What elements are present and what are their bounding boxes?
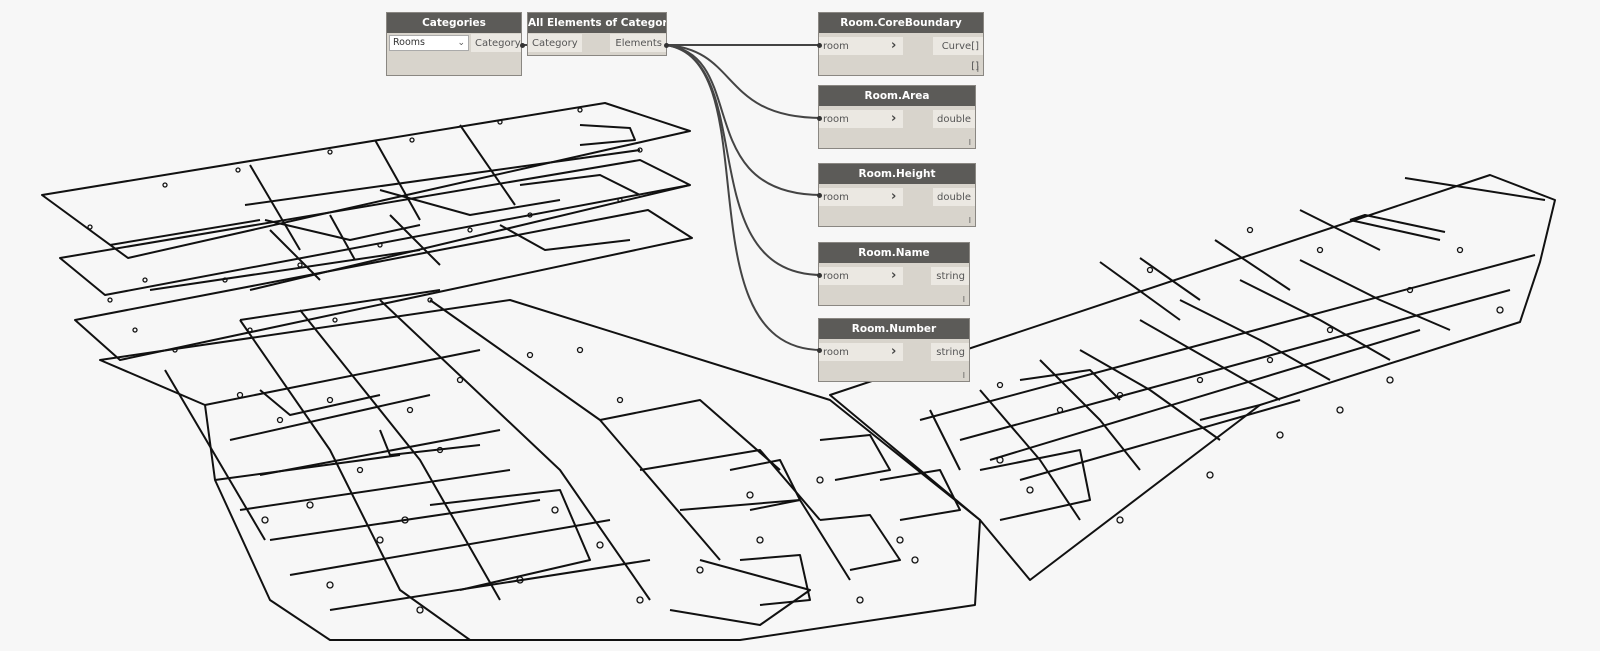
room-height-node-row: room › double	[819, 187, 975, 207]
room-area-node-title: Room.Area	[819, 86, 975, 106]
chevron-right-icon: ›	[891, 344, 897, 359]
room-boundaries-geometry	[41, 102, 1556, 641]
room-name-node[interactable]: Room.Name room › string l	[818, 242, 970, 306]
room-number-input-port[interactable]: room	[819, 343, 903, 361]
all-elements-node-title: All Elements of Category	[528, 13, 666, 33]
category-dropdown-value: Rooms	[393, 37, 426, 48]
connector-dot	[664, 43, 669, 48]
room-number-node-row: room › string	[819, 342, 969, 362]
category-dropdown[interactable]: Rooms ⌄	[389, 35, 469, 51]
node-wires	[521, 43, 823, 351]
room-coreboundary-input-port[interactable]: room	[819, 37, 903, 55]
connector-dot	[817, 43, 822, 48]
lacing-indicator[interactable]: l	[968, 216, 971, 225]
room-number-node-title: Room.Number	[819, 319, 969, 339]
room-height-node-title: Room.Height	[819, 164, 975, 184]
room-height-node[interactable]: Room.Height room › double l	[818, 163, 976, 227]
categories-node-title: Categories	[387, 13, 521, 33]
room-name-input-port[interactable]: room	[819, 267, 903, 285]
connector-dot	[817, 193, 822, 198]
categories-node-row: Rooms ⌄ Category	[387, 33, 521, 53]
room-area-input-port[interactable]: room	[819, 110, 903, 128]
room-name-node-row: room › string	[819, 266, 969, 286]
all-elements-node[interactable]: All Elements of Category Category Elemen…	[527, 12, 667, 56]
chevron-down-icon: ⌄	[457, 38, 465, 48]
chevron-right-icon: ›	[891, 38, 897, 53]
room-number-output-port[interactable]: string	[931, 343, 969, 361]
chevron-right-icon: ›	[891, 268, 897, 283]
chevron-right-icon: ›	[891, 189, 897, 204]
room-coreboundary-node-title: Room.CoreBoundary	[819, 13, 983, 33]
room-height-output-port[interactable]: double	[933, 188, 975, 206]
connector-dot	[817, 273, 822, 278]
lacing-indicator[interactable]: l	[976, 65, 979, 74]
room-name-node-title: Room.Name	[819, 243, 969, 263]
chevron-right-icon: ›	[891, 111, 897, 126]
connector-dot	[520, 43, 525, 48]
room-name-output-port[interactable]: string	[931, 267, 969, 285]
room-coreboundary-output-port[interactable]: Curve[][]	[933, 37, 983, 72]
connector-dot	[817, 116, 822, 121]
categories-node[interactable]: Categories Rooms ⌄ Category	[386, 12, 522, 76]
all-elements-node-row: Category Elements	[528, 33, 666, 53]
room-markers	[87, 107, 1504, 614]
connector-dot	[817, 348, 822, 353]
room-height-input-port[interactable]: room	[819, 188, 903, 206]
room-area-output-port[interactable]: double	[933, 110, 975, 128]
room-area-node[interactable]: Room.Area room › double l	[818, 85, 976, 149]
all-elements-input-port[interactable]: Category	[528, 34, 582, 52]
room-number-node[interactable]: Room.Number room › string l	[818, 318, 970, 382]
room-coreboundary-node[interactable]: Room.CoreBoundary room › Curve[][] l	[818, 12, 984, 76]
lacing-indicator[interactable]: l	[962, 295, 965, 304]
lacing-indicator[interactable]: l	[968, 138, 971, 147]
room-area-node-row: room › double	[819, 109, 975, 129]
all-elements-output-port[interactable]: Elements	[610, 34, 666, 52]
room-coreboundary-node-row: room › Curve[][]	[819, 36, 983, 72]
lacing-indicator[interactable]: l	[962, 371, 965, 380]
categories-output-port[interactable]: Category	[471, 34, 521, 52]
